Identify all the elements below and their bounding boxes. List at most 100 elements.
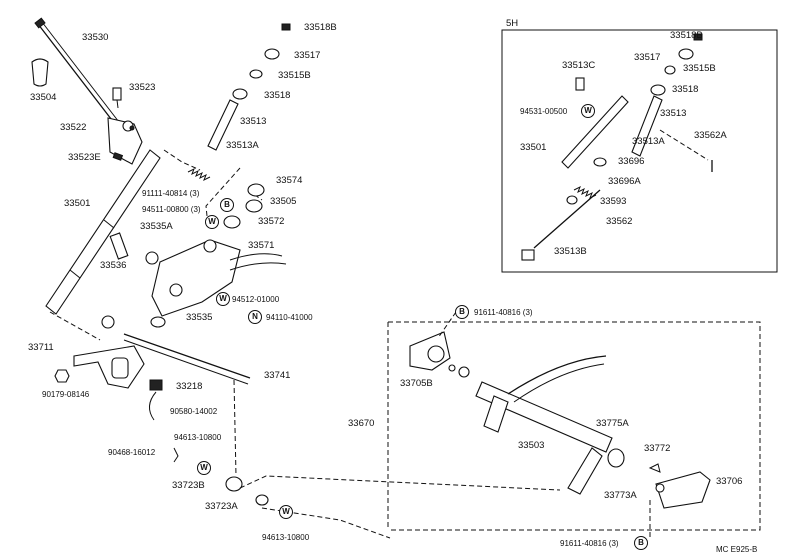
inset-label-33515B[interactable]: 33515B (683, 63, 716, 74)
inset-label-33513A[interactable]: 33513A (632, 136, 665, 147)
label-91611-40816-top[interactable]: 91611-40816 (3) (474, 308, 533, 317)
label-33518[interactable]: 33518 (264, 90, 291, 101)
nut-symbol: N (248, 310, 262, 324)
label-33571[interactable]: 33571 (248, 240, 275, 251)
label-33530[interactable]: 33530 (82, 32, 109, 43)
label-33505[interactable]: 33505 (270, 196, 297, 207)
label-33535A[interactable]: 33535A (140, 221, 173, 232)
bushing-33572 (223, 215, 241, 229)
inset-label-33518[interactable]: 33518 (672, 84, 699, 95)
bushing-33775A (607, 448, 625, 468)
label-33523E[interactable]: 33523E (68, 152, 101, 163)
inset-shaft-33513 (631, 95, 663, 157)
inset-label-33696A[interactable]: 33696A (608, 176, 641, 187)
ring-33574 (247, 183, 265, 197)
label-33515B[interactable]: 33515B (278, 70, 311, 81)
label-33723A[interactable]: 33723A (205, 501, 238, 512)
inset-label-33513[interactable]: 33513 (660, 108, 687, 119)
label-33775A[interactable]: 33775A (596, 418, 629, 429)
label-33723B[interactable]: 33723B (172, 480, 205, 491)
inset-bushing-33513B (521, 249, 535, 261)
label-33504[interactable]: 33504 (30, 92, 57, 103)
label-90580-14002[interactable]: 90580-14002 (170, 407, 218, 416)
clip-90580 (149, 391, 157, 421)
label-94511-00800[interactable]: 94511-00800 (3) (142, 205, 201, 214)
label-33670[interactable]: 33670 (348, 418, 375, 429)
inset-label-33501[interactable]: 33501 (520, 142, 547, 153)
label-94110-41000[interactable]: 94110-41000 (266, 313, 313, 322)
label-91111-40814[interactable]: 91111-40814 (3) (142, 189, 200, 198)
clip-33515B (249, 69, 263, 79)
label-33711[interactable]: 33711 (28, 342, 54, 353)
spring-33513A (187, 167, 211, 182)
label-91611-40816-bottom[interactable]: 91611-40816 (3) (560, 539, 619, 548)
bolt-33523 (112, 87, 122, 101)
label-33517[interactable]: 33517 (294, 50, 321, 61)
diagram-reference-code: MC E925-B (716, 545, 758, 554)
label-33706[interactable]: 33706 (716, 476, 743, 487)
nut-33518B (281, 23, 291, 31)
inset-label-33593[interactable]: 33593 (600, 196, 627, 207)
assembly-33670-frame (388, 321, 761, 531)
bushing-33535 (150, 316, 166, 328)
label-33503[interactable]: 33503 (518, 440, 545, 451)
label-33772[interactable]: 33772 (644, 443, 671, 454)
washer-symbol: W (216, 292, 230, 306)
select-lever (151, 239, 241, 317)
inset-label-33696[interactable]: 33696 (618, 156, 645, 167)
shaft-33503 (475, 381, 613, 453)
label-90179-08146[interactable]: 90179-08146 (42, 390, 90, 399)
label-33741[interactable]: 33741 (264, 370, 291, 381)
inset-clip-33515B (664, 65, 676, 75)
ring-33517 (264, 48, 280, 60)
washer-symbol: W (205, 215, 219, 229)
label-33218[interactable]: 33218 (176, 381, 203, 392)
label-33518B[interactable]: 33518B (304, 22, 337, 33)
cap-33518 (232, 88, 248, 100)
inset-label-33562A[interactable]: 33562A (694, 130, 727, 141)
label-33522[interactable]: 33522 (60, 122, 87, 133)
inset-spring-33696A (573, 185, 597, 200)
washer-symbol: W (279, 505, 293, 519)
inset-ring-33517 (678, 48, 694, 60)
shift-lever-rod (37, 23, 119, 129)
inset-rod-33501 (561, 95, 629, 169)
bushing-33535A (145, 251, 159, 265)
label-33572[interactable]: 33572 (258, 216, 285, 227)
clip-33772 (648, 463, 661, 473)
label-33513[interactable]: 33513 (240, 116, 267, 127)
bushing-33723B (225, 476, 243, 492)
label-33773A[interactable]: 33773A (604, 490, 637, 501)
bolt-symbol: B (634, 536, 648, 550)
inset-label-33562[interactable]: 33562 (606, 216, 633, 227)
inset-title: 5H (506, 18, 519, 29)
label-33705B[interactable]: 33705B (400, 378, 433, 389)
inset-label-33513C[interactable]: 33513C (562, 60, 596, 71)
inset-label-33517[interactable]: 33517 (634, 52, 661, 63)
label-33535[interactable]: 33535 (186, 312, 213, 323)
inset-label-33513B[interactable]: 33513B (554, 246, 587, 257)
label-33536[interactable]: 33536 (100, 260, 127, 271)
shift-rod (45, 149, 161, 315)
label-33513A[interactable]: 33513A (226, 140, 259, 151)
label-94613-10800-a[interactable]: 94613-10800 (174, 433, 222, 442)
link-rod (123, 333, 251, 379)
bolt-symbol: B (220, 198, 234, 212)
inset-part-33696 (593, 157, 607, 167)
inset-ring-33593 (566, 195, 578, 205)
bracket-33706 (655, 471, 711, 509)
label-94512-01000[interactable]: 94512-01000 (232, 295, 280, 304)
label-94613-10800-b[interactable]: 94613-10800 (262, 533, 310, 542)
label-33523[interactable]: 33523 (129, 82, 156, 93)
label-33574[interactable]: 33574 (276, 175, 303, 186)
inset-cap-33518 (650, 84, 666, 96)
inset-label-94531-00500[interactable]: 94531-00500 (520, 107, 568, 116)
inset-label-33518B[interactable]: 33518B (670, 30, 703, 41)
inset-box-frame (501, 29, 778, 273)
label-90468-16012[interactable]: 90468-16012 (108, 448, 156, 457)
label-33501[interactable]: 33501 (64, 198, 91, 209)
inset-bolt-33513C (575, 77, 585, 91)
washer-symbol: W (197, 461, 211, 475)
